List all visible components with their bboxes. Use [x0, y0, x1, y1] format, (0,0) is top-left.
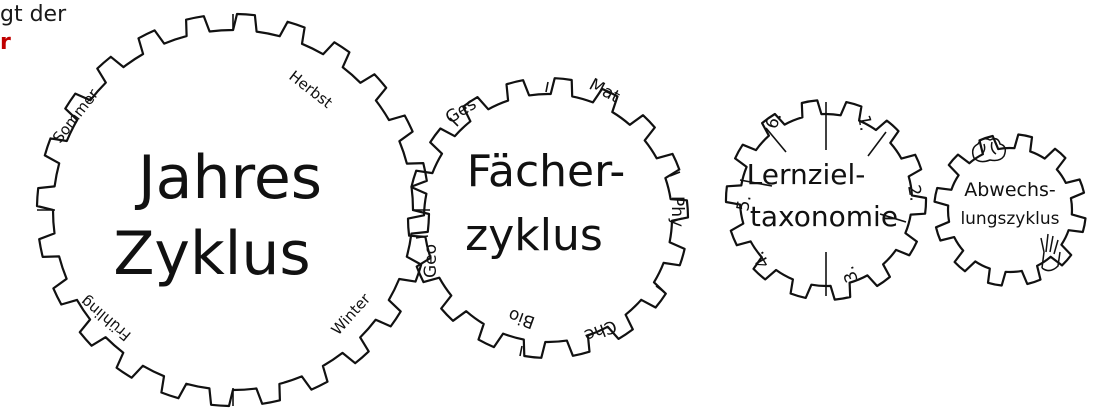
gear-2-segment-label: Bio: [506, 304, 538, 332]
gear-1-title-line-1: Jahres: [134, 143, 322, 213]
gear-3-title-line-2: taxonomie: [750, 200, 898, 233]
gear-2-title-line-1: Fächer-: [467, 146, 626, 197]
gear-1-segment-label: Herbst: [286, 67, 336, 112]
gear-3-segment-label: 4.: [749, 247, 774, 271]
gear-1-segment-label: Winter: [328, 289, 375, 338]
gear-2-title-line-2: zyklus: [465, 210, 603, 261]
gear-2-segment-label: Che: [581, 315, 619, 345]
gear-3-segment-label: 2.: [903, 183, 926, 202]
gear-2-segment-label: Phy: [667, 196, 687, 227]
gear-3-title-line-1: Lernziel-: [747, 158, 866, 191]
gear-1-title-line-2: Zyklus: [113, 219, 310, 289]
gear-4-title-line-1: Abwechs-: [964, 179, 1056, 201]
hand-icon: [1041, 234, 1060, 271]
gear-3-segment-label: 5.: [733, 193, 756, 212]
gear-3-segment-label: 1.: [853, 113, 876, 132]
gear-2-segment-label: Geo: [421, 244, 441, 278]
gear-3-segment-label: 3.: [838, 263, 862, 285]
gear-4-title-line-2: lungszyklus: [960, 209, 1059, 229]
